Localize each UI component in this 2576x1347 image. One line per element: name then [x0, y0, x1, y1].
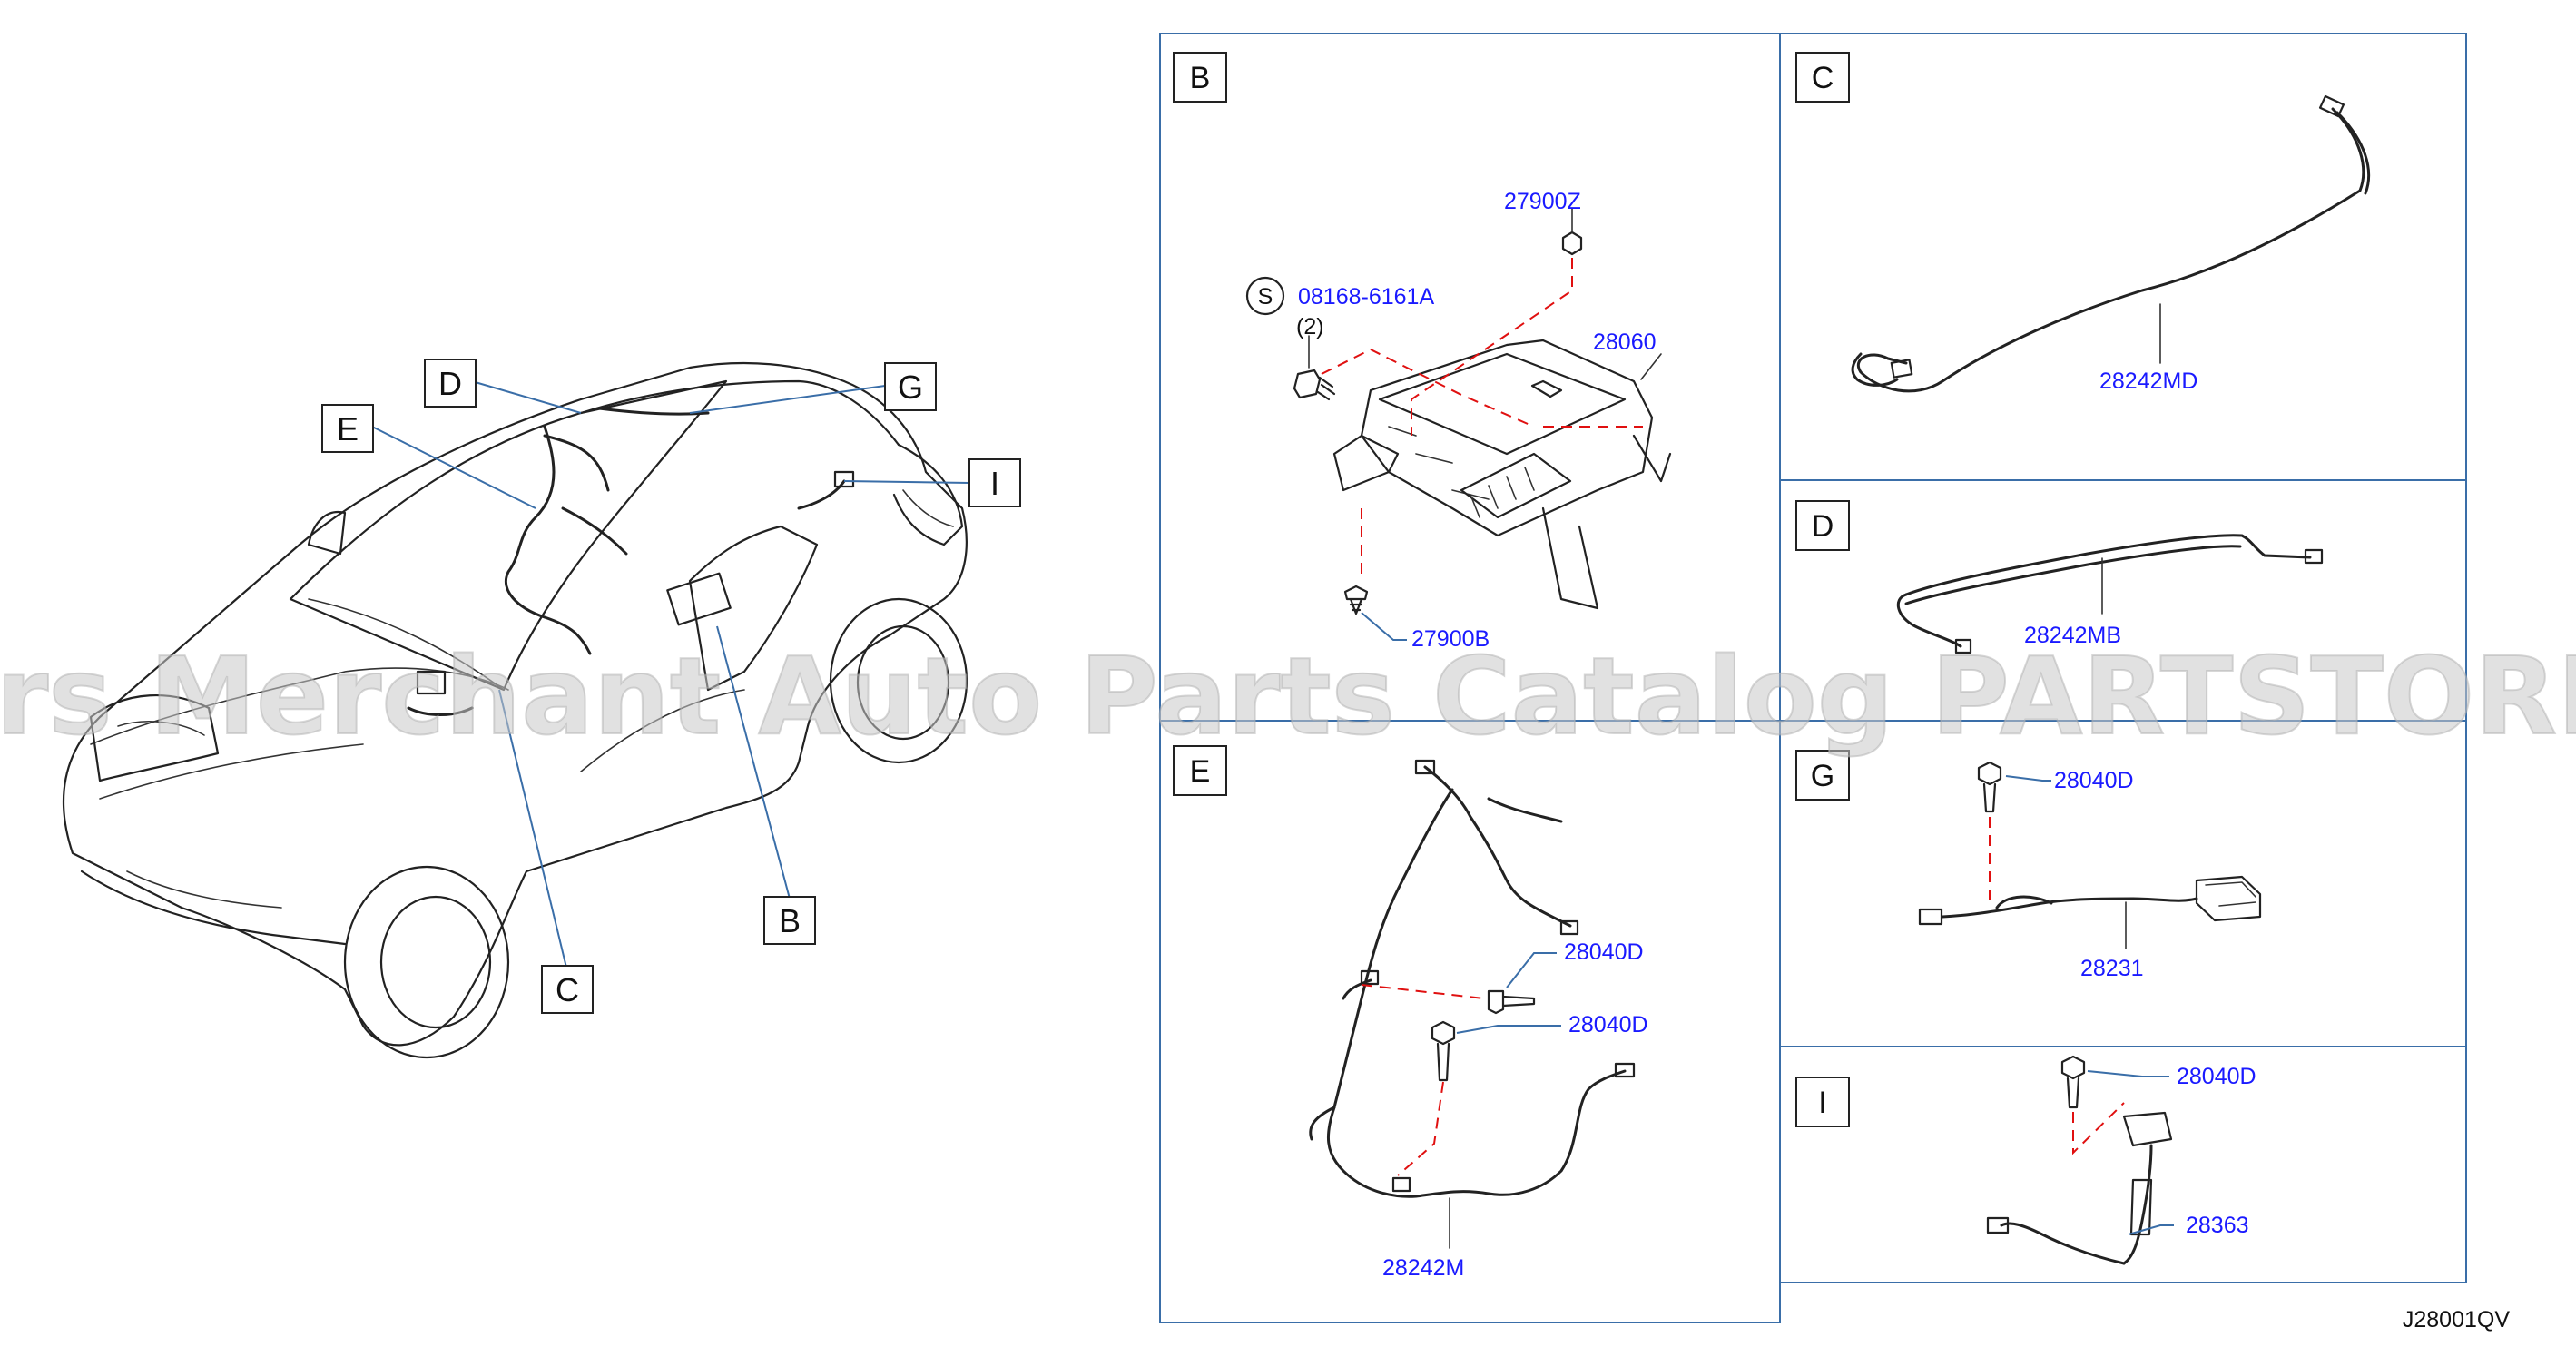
- panel-D: 28242MB: [1896, 534, 2324, 654]
- part-label-28040D-b[interactable]: 28040D: [1568, 1012, 1648, 1037]
- bolt-27900B-icon: [1343, 585, 1369, 615]
- panel-letter-C: C: [1795, 52, 1850, 103]
- callout-E[interactable]: E: [321, 404, 374, 453]
- bolt-28040D-G-icon: [1977, 761, 2002, 813]
- part-label-28040D-I[interactable]: 28040D: [2177, 1064, 2256, 1089]
- panel-letter-G: G: [1795, 750, 1850, 801]
- part-label-27900Z[interactable]: 27900Z: [1504, 189, 1581, 214]
- bolt-28040D-I-icon: [2060, 1055, 2086, 1109]
- svg-text:B: B: [1190, 61, 1211, 95]
- svg-text:D: D: [1812, 509, 1834, 544]
- panel-frame-right-column: [1779, 33, 2467, 1283]
- panel-E: 28040D 28040D 28242M: [1309, 759, 1648, 1281]
- detail-panels: B C D E G I 27900Z S: [1159, 33, 2467, 1323]
- part-label-28242MB[interactable]: 28242MB: [2024, 623, 2121, 648]
- panel-C: 28242MD: [1851, 94, 2371, 394]
- diagram-id: J28001QV: [2403, 1307, 2510, 1332]
- svg-text:E: E: [337, 410, 359, 447]
- svg-text:C: C: [556, 971, 579, 1008]
- panel-letter-I: I: [1795, 1077, 1850, 1127]
- callout-D[interactable]: D: [424, 359, 477, 408]
- panel-B: 27900Z S 08168-6161A (2) 28060 27900B: [1245, 189, 1672, 652]
- svg-text:I: I: [990, 465, 999, 502]
- panel-I: 28040D 28363: [1986, 1055, 2256, 1265]
- svg-text:I: I: [1818, 1086, 1826, 1120]
- screw-08168-6161A-icon: [1293, 369, 1336, 401]
- callout-C[interactable]: C: [541, 965, 594, 1014]
- bolt-28040D-a-icon: [1487, 989, 1536, 1015]
- svg-text:E: E: [1190, 754, 1211, 789]
- svg-text:D: D: [438, 365, 462, 402]
- svg-text:G: G: [898, 369, 923, 406]
- svg-text:(2): (2): [1296, 314, 1324, 339]
- part-label-28363[interactable]: 28363: [2186, 1213, 2249, 1238]
- part-label-28231[interactable]: 28231: [2080, 956, 2144, 981]
- car-overview: D G E I B C: [62, 359, 1021, 1059]
- callout-I[interactable]: I: [968, 458, 1021, 507]
- part-label-28040D-G[interactable]: 28040D: [2054, 768, 2134, 793]
- bolt-28040D-b-icon: [1431, 1020, 1456, 1082]
- svg-text:G: G: [1811, 759, 1834, 793]
- part-label-28060[interactable]: 28060: [1593, 329, 1657, 355]
- panel-letter-D: D: [1795, 500, 1850, 551]
- part-label-28242M[interactable]: 28242M: [1382, 1255, 1464, 1281]
- screw-symbol-icon: [1245, 276, 1285, 316]
- panel-letter-B: B: [1173, 52, 1227, 103]
- part-label-28242MD[interactable]: 28242MD: [2099, 369, 2197, 394]
- part-label-27900B[interactable]: 27900B: [1411, 626, 1490, 652]
- panel-G: 28040D 28231: [1918, 761, 2262, 981]
- bracket-28060-icon: [1360, 339, 1654, 537]
- callout-B[interactable]: B: [763, 896, 816, 945]
- svg-text:B: B: [779, 902, 801, 939]
- svg-text:S: S: [1258, 284, 1273, 310]
- svg-text:C: C: [1812, 61, 1834, 95]
- part-label-08168-6161A[interactable]: 08168-6161A: [1298, 284, 1434, 310]
- nut-27900Z-icon: [1561, 231, 1583, 256]
- watermark-text: Offers Merchant Auto Parts Catalog PARTS…: [0, 634, 2576, 759]
- panel-letter-E: E: [1173, 745, 1227, 796]
- part-label-28040D-a[interactable]: 28040D: [1564, 939, 1644, 965]
- callout-G[interactable]: G: [884, 362, 937, 411]
